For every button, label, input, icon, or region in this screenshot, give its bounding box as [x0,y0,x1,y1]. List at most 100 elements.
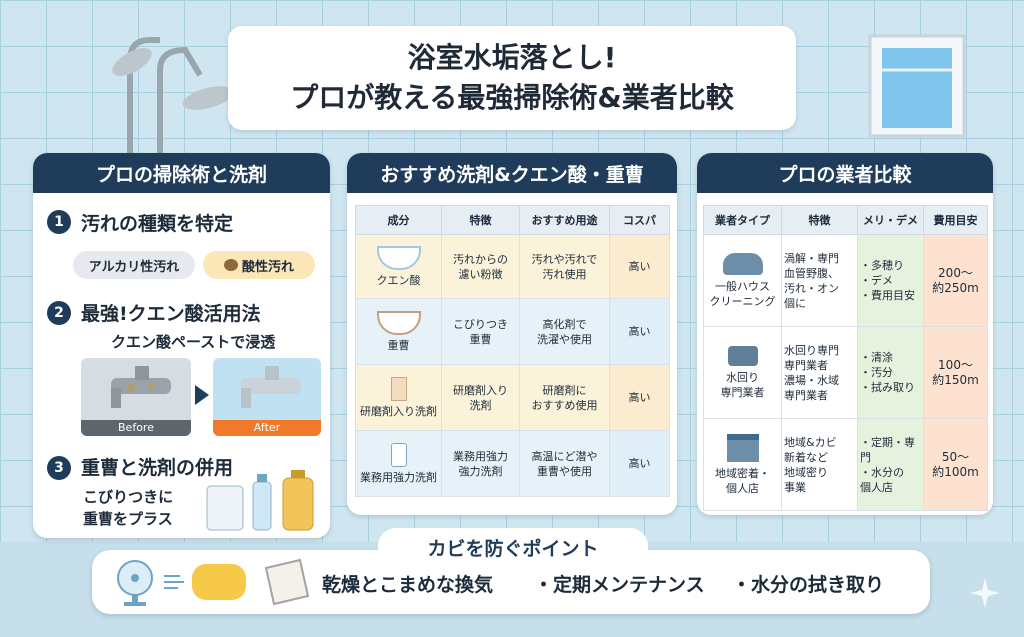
baking-soda-icon [376,310,421,335]
feature-line: 血管野腹、 [784,266,839,280]
table-row: 地域密着・個人店 地域&カビ新着など地域密り事業 ・定期・専門・水分の個人店 5… [703,418,988,511]
point-wipe: ・水分の拭き取り [732,574,885,596]
cost-line: 100〜 [938,357,973,372]
feature-line: 濾い粉徴 [458,267,503,281]
feature-line: 業務用強力 [453,449,508,463]
before-label: Before [81,420,191,436]
shower-icon [112,37,234,160]
type-line: 個人店 [726,481,759,495]
col-usage: おすすめ用途 [519,205,610,235]
stain-icon [223,259,238,271]
type-line: クリーニング [709,294,776,308]
spray-bottle-icon [390,442,407,467]
acid-stain-label: 酸性汚れ [241,259,294,275]
feature-line: 濃場・水域 [784,373,839,387]
step3-number: 3 [47,456,71,480]
feature-line: 事業 [784,480,806,494]
merit-line: ・デメ [860,274,893,287]
feature-line: 渦解・専門 [784,251,839,265]
window-icon [868,34,966,138]
ingredient-name: 業務用強力洗剤 [360,470,437,484]
type-line: 一般ハウス [715,279,770,293]
cost-line: 約150m [932,372,979,387]
ingredient-name: 研磨剤入り洗剤 [360,404,437,418]
faucet-icon [727,345,758,366]
step2-title: 最強!クエン酸活用法 [81,303,261,325]
merit-line: ・多穂り [860,259,904,272]
feature-line: こびりつき [452,317,509,331]
feature-line: 汚れ・オン [784,281,839,295]
title-box: 浴室水垢落とし! プロが教える最強掃除術&業者比較 [228,26,796,130]
usage-line: 高化剤で [542,317,587,331]
feature-line: 研磨剤入り [453,383,508,397]
after-label: After [213,420,321,436]
table-row: 一般ハウスクリーニング 渦解・専門血管野腹、汚れ・オン個に ・多穂り・デメ・費用… [703,234,988,327]
title-line2: プロが教える最強掃除術&業者比較 [290,81,734,114]
title-line1: 浴室水垢落とし! [407,41,617,74]
table-row: 研磨剤入り洗剤 研磨剤入り洗剤 研磨剤におすすめ使用 高い [355,364,670,431]
type-line: 専門業者 [720,385,765,399]
staff-group-icon [722,252,763,275]
detergent-table-header: 成分 特徴 おすすめ用途 コスパ [355,205,670,235]
citric-acid-icon [376,245,421,270]
step3-sub2: 重曹をプラス [83,510,173,528]
fan-icon [117,560,153,606]
arrow-right-icon [195,385,209,405]
before-image: Before [81,358,191,436]
cost-line: 約250m [932,280,979,295]
cost-cell: 高い [609,234,670,299]
merit-line: ・拭み取り [860,381,915,394]
wind-icon [164,575,184,589]
mold-prevention-title: カビを防ぐポイント [378,528,648,566]
usage-line: 高温にど潜や [531,449,598,463]
point-maintenance: ・定期メンテナンス [534,574,705,596]
ingredient-name: クエン酸 [376,273,421,287]
step1-title: 汚れの種類を特定 [81,213,234,235]
feature-line: 重曹 [469,332,492,346]
table-row: 業務用強力洗剤 業務用強力強力洗剤 高温にど潜や重曹や使用 高い [355,430,670,497]
merit-line: ・定期・専門 [860,435,915,464]
usage-line: 汚れ使用 [542,267,587,281]
merit-line: 個人店 [860,480,893,494]
table-row: 重曹 こびりつき重曹 高化剤で洗濯や使用 高い [355,298,670,365]
after-image: After [213,358,321,436]
feature-line: 洗剤 [469,398,492,412]
cost-line: 200〜 [938,265,973,280]
contractor-table-header: 業者タイプ 特徴 メリ・デメ 費用目安 [703,205,988,235]
col-feature: 特徴 [781,205,858,235]
merit-line: ・清涂 [860,351,893,364]
usage-line: 洗濯や使用 [537,332,592,346]
type-line: 水回り [726,370,759,384]
alkali-stain-pill: アルカリ性汚れ [73,251,195,279]
feature-line: 専門業者 [784,358,828,372]
sponge-icon [192,564,246,600]
feature-line: 地域&カビ [784,435,837,449]
table-row: 水回り専門業者 水回り専門専門業者濃場・水域専門業者 ・清涂・汚分・拭み取り 1… [703,326,988,419]
feature-line: 個に [784,296,806,310]
cost-line: 50〜 [941,449,970,464]
usage-line: 重曹や使用 [537,464,592,478]
cost-line: 約100m [932,464,979,479]
usage-line: 研磨剤に [542,383,587,397]
clean-faucet-icon [241,366,301,408]
feature-line: 専門業者 [784,388,828,402]
type-line: 地域密着・ [715,466,770,480]
col-feature: 特徴 [441,205,520,235]
feature-line: 汚れからの [453,252,508,266]
cost-cell: 高い [609,364,670,431]
step2-subtitle: クエン酸ペーストで浸透 [111,333,276,351]
col-cost: 費用目安 [923,205,988,235]
acid-stain-pill: 酸性汚れ [203,251,315,279]
cleaning-method-header: プロの掃除術と洗剤 [33,153,330,193]
towel-icon [264,558,310,606]
table-row: クエン酸 汚れからの濾い粉徴 汚れや汚れで汚れ使用 高い [355,234,670,299]
detergent-bottles-icon [206,470,314,531]
detergent-panel: おすすめ洗剤&クエン酸・重曹 成分 特徴 おすすめ用途 コスパ クエン酸 汚れか… [347,153,677,515]
step3-sub1: こびりつきに [83,488,174,506]
feature-line: 新着など [784,450,828,464]
col-ingredient: 成分 [355,205,442,235]
col-merit: メリ・デメ [857,205,924,235]
point-ventilation: 乾燥とこまめな換気 [322,574,494,596]
col-cost: コスパ [609,205,670,235]
contractor-panel: プロの業者比較 業者タイプ 特徴 メリ・デメ 費用目安 一般ハウスクリーニング … [697,153,993,515]
